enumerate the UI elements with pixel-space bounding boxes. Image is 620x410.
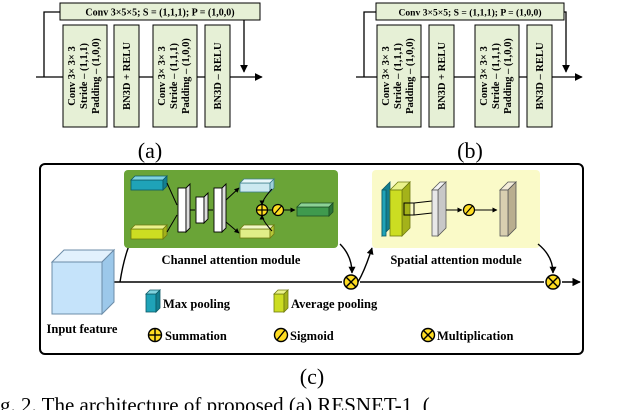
- bn-2-line-1: BN3D – RELU: [535, 42, 546, 110]
- bn-relu-block-1: [113, 24, 140, 128]
- input-feature-label: Input feature: [47, 322, 118, 336]
- legend-multiplication-label: Multiplication: [437, 329, 513, 343]
- bn-relu-block-2: [204, 24, 231, 128]
- panel-c-caption: (c): [300, 364, 324, 389]
- conv-block-1: [376, 24, 422, 128]
- panel-c: Input feature: [39, 163, 584, 389]
- conv-2-line-2: Stride – (1,1,1): [491, 43, 502, 109]
- legend-average-pooling-icon: [273, 289, 289, 313]
- conv-1-line-1: Conv 3× 3× 3: [381, 46, 392, 106]
- legend-average-pooling-label: Average pooling: [291, 297, 378, 311]
- legend-summation-icon: [147, 327, 163, 343]
- conv-block-2: [152, 24, 198, 128]
- shared-mlp: [166, 182, 227, 234]
- skip-conv-label: Conv 3×5×5; S = (1,1,1); P = (1,0,0): [398, 8, 541, 19]
- conv-1-line-2: Stride – (1,1,1): [393, 43, 404, 109]
- bn-1-line-1: BN3D + RELU: [122, 42, 133, 110]
- channel-attention-label: Channel attention module: [162, 253, 301, 267]
- channel-output-bar-bottom: [239, 224, 275, 239]
- channel-summation-icon: [255, 203, 269, 217]
- figure-caption: g. 2. The architecture of proposed (a) R…: [0, 393, 430, 410]
- skip-conv-box: [375, 2, 565, 21]
- legend-max-pooling-label: Max pooling: [163, 297, 231, 311]
- conv-1-line-3: Padding – (1,0,0): [405, 38, 416, 114]
- conv-block-2: [474, 24, 520, 128]
- spatial-conv-slab: [431, 181, 447, 237]
- input-feature-cube: [50, 248, 116, 316]
- spatial-sigmoid-icon: [462, 203, 476, 217]
- skip-conv-label: Conv 3×5×5; S = (1,1,1); P = (1,0,0): [85, 8, 234, 19]
- bn-relu-block-1: [428, 24, 455, 128]
- panel-a: Conv 3×5×5; S = (1,1,1); P = (1,0,0) Con…: [36, 2, 263, 163]
- channel-attention-module: [124, 170, 338, 248]
- channel-output-bar-top: [239, 178, 275, 193]
- conv-block-1: [62, 24, 108, 128]
- panel-a-caption: (a): [138, 138, 162, 163]
- conv-2-line-1: Conv 3× 3× 3: [479, 46, 490, 106]
- spatial-attention-map: [499, 181, 517, 237]
- legend-sigmoid-icon: [273, 327, 289, 343]
- channel-avg-pool-bar: [130, 224, 168, 240]
- channel-sigmoid-icon: [271, 203, 285, 217]
- conv-1-line-3: Padding – (1,0,0): [91, 38, 102, 114]
- spatial-attention-label: Spatial attention module: [390, 253, 522, 267]
- skip-conv-box: [59, 2, 261, 21]
- bn-1-line-1: BN3D + RELU: [437, 42, 448, 110]
- channel-max-pool-bar: [130, 175, 168, 191]
- conv-2-line-3: Padding – (1,0,0): [503, 38, 514, 114]
- legend-sigmoid-label: Sigmoid: [290, 329, 334, 343]
- legend-summation-label: Summation: [165, 329, 227, 343]
- spatial-attention-module: [372, 170, 540, 248]
- spatial-avg-pool-slab: [389, 181, 411, 237]
- channel-attention-map: [296, 202, 334, 217]
- legend-max-pooling-icon: [145, 289, 161, 313]
- multiplication-node-1: [343, 274, 359, 290]
- panel-b: Conv 3×5×5; S = (1,1,1); P = (1,0,0) Con…: [356, 2, 583, 163]
- conv-2-line-1: Conv 3× 3× 3: [157, 46, 168, 106]
- bn-2-line-1: BN3D – RELU: [213, 42, 224, 110]
- panel-b-caption: (b): [457, 138, 483, 163]
- multiplication-node-2: [545, 274, 561, 290]
- conv-1-line-1: Conv 3× 3× 3: [67, 46, 78, 106]
- legend-multiplication-icon: [420, 327, 436, 343]
- conv-2-line-3: Padding – (1,0,0): [181, 38, 192, 114]
- conv-2-line-2: Stride – (1,1,1): [169, 43, 180, 109]
- conv-1-line-2: Stride – (1,1,1): [79, 43, 90, 109]
- bn-relu-block-2: [526, 24, 553, 128]
- spatial-max-pool-slab: [381, 181, 391, 237]
